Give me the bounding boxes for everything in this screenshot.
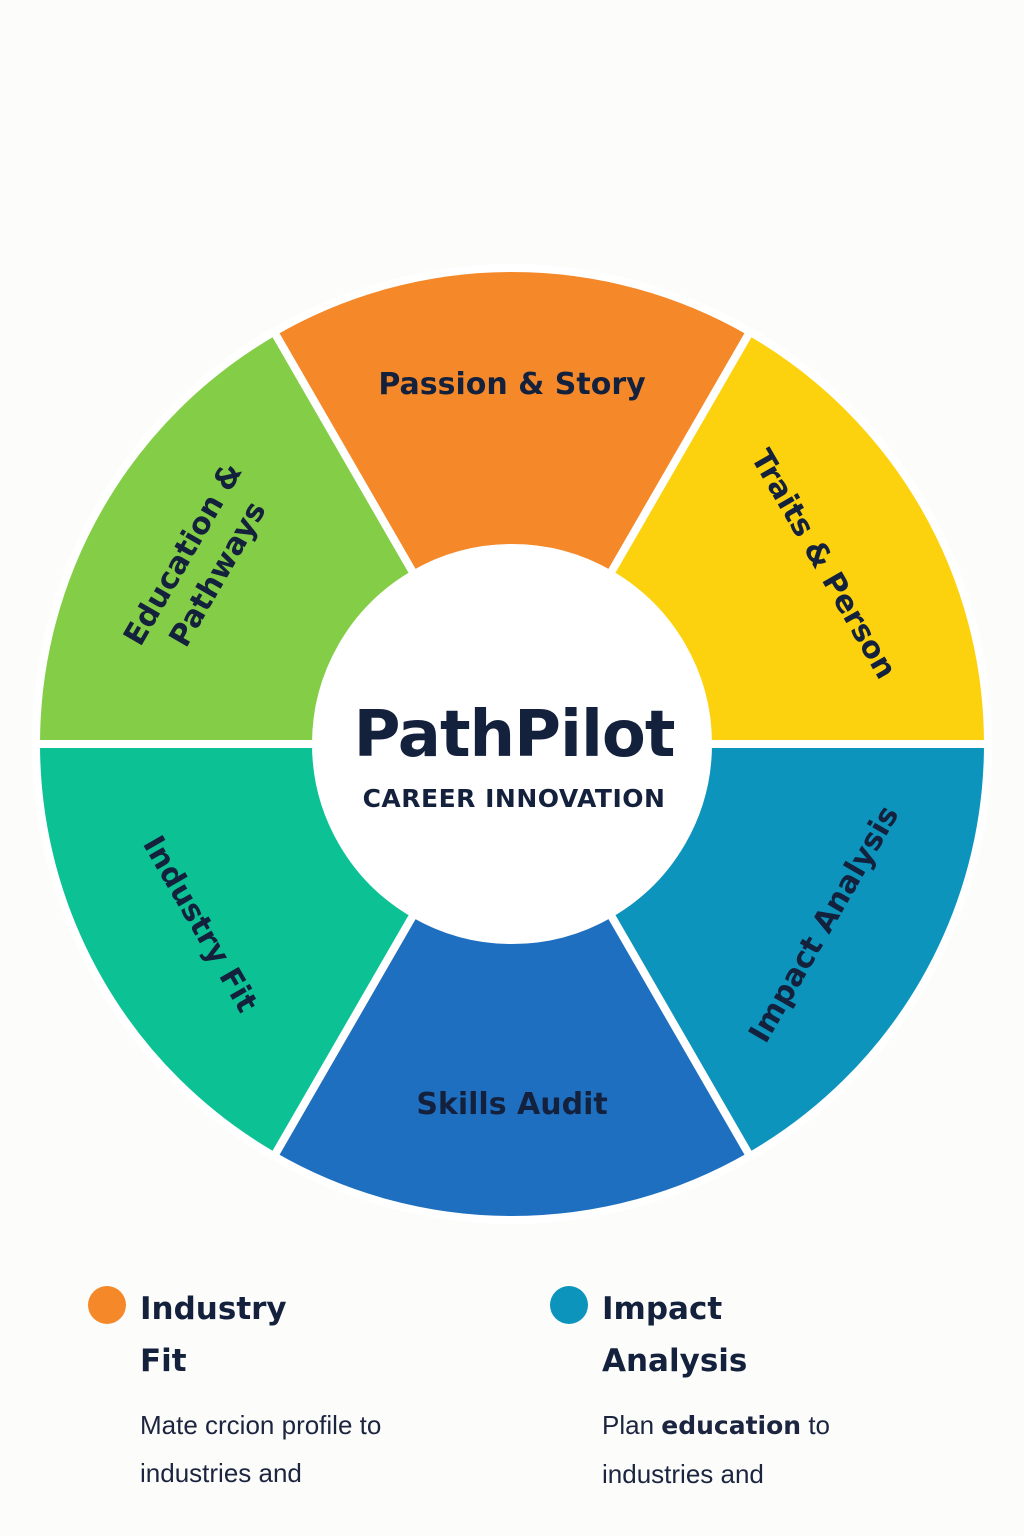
segment-label-passion-story: Passion & Story <box>378 367 646 402</box>
legend-title: Industry Fit <box>140 1283 340 1387</box>
legend-item-impact-analysis: Impact Analysis Plan education to indust… <box>550 1283 880 1498</box>
legend-dot-orange <box>88 1286 126 1324</box>
legend-desc-line: industries and <box>602 1459 764 1489</box>
legend-desc-text: to <box>801 1410 831 1440</box>
wheel-segments <box>32 264 992 1225</box>
center-title: PathPilot <box>354 698 675 772</box>
segment-label-skills-audit: Skills Audit <box>416 1087 607 1122</box>
center-subtitle: CAREER INNOVATION <box>363 784 666 813</box>
legend-desc-text: Plan <box>602 1410 662 1440</box>
legend-title-line: Impact <box>602 1291 723 1327</box>
legend-desc-line: Mate crcion profile to <box>140 1410 382 1440</box>
legend-dot-teal <box>550 1286 588 1324</box>
segment-label-line: Passion & Story <box>378 367 646 402</box>
legend-title-line: Analysis <box>602 1343 748 1379</box>
legend-title: Impact Analysis <box>602 1283 802 1387</box>
legend-description: Plan education to industries and <box>602 1401 892 1498</box>
center-hub <box>314 546 710 942</box>
legend-description: Mate crcion profile to industries and <box>140 1401 430 1497</box>
segment-label-line: Skills Audit <box>416 1087 607 1122</box>
legend-desc-line: Plan education to <box>602 1401 892 1450</box>
legend-title-line: Fit <box>140 1343 187 1379</box>
legend-title-line: Industry <box>140 1291 287 1327</box>
legend-item-industry-fit: Industry Fit Mate crcion profile to indu… <box>88 1283 418 1497</box>
legend-desc-line: industries and <box>140 1458 302 1488</box>
legend-desc-bold: education <box>661 1411 802 1440</box>
